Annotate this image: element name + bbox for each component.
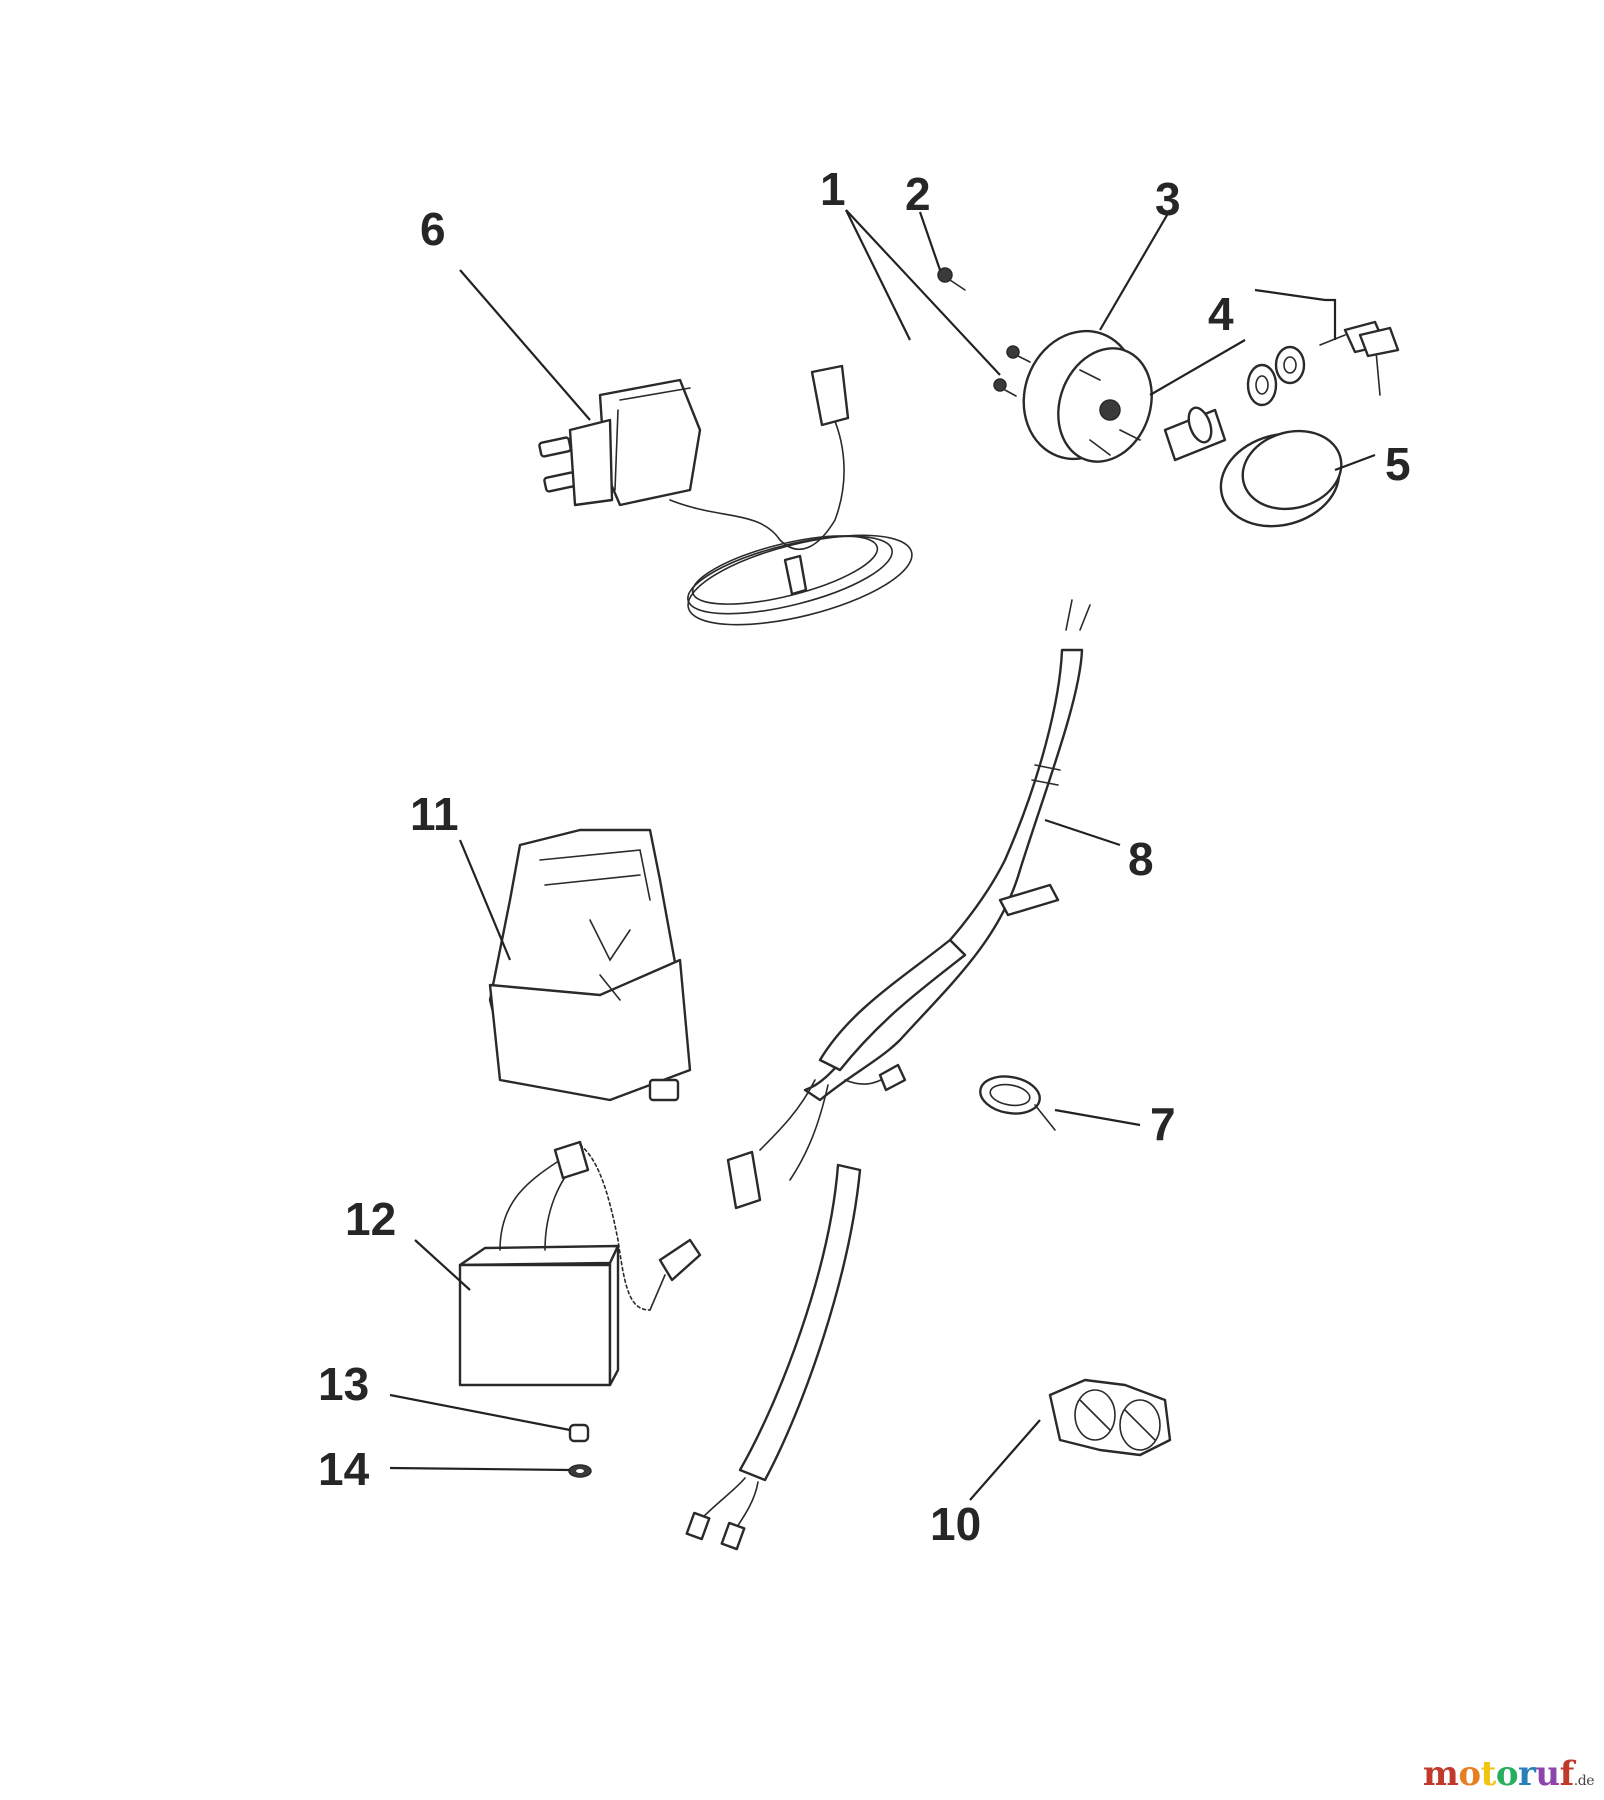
switch-housing-part: [1022, 329, 1153, 463]
callout-4: 4: [1208, 288, 1234, 340]
callout-11: 11: [410, 788, 459, 840]
callout-labels: 1 2 3 4 5 6 7 8 10 11 12 13 14: [318, 163, 1411, 1550]
callout-1: 1: [820, 163, 846, 215]
clip-part: [1048, 1378, 1172, 1457]
callout-3: 3: [1155, 173, 1181, 225]
callout-2: 2: [905, 168, 931, 220]
callout-14: 14: [318, 1443, 370, 1495]
battery-bracket-part: [488, 828, 692, 1102]
lock-set-part: [1163, 320, 1400, 462]
screw-washer-parts: [568, 1423, 592, 1478]
callout-5: 5: [1385, 438, 1411, 490]
watermark-logo: motoruf.de: [1422, 1754, 1595, 1794]
callout-7: 7: [1150, 1098, 1176, 1150]
callout-12: 12: [345, 1193, 396, 1245]
charger-part: [538, 364, 913, 626]
battery-part: [458, 1140, 702, 1387]
callout-8: 8: [1128, 833, 1154, 885]
screw-parts: [937, 267, 1031, 397]
callout-13: 13: [318, 1358, 369, 1410]
cap-part: [1219, 429, 1343, 528]
cable-tie-part: [979, 1075, 1056, 1131]
callout-6: 6: [420, 203, 446, 255]
callout-10: 10: [930, 1498, 981, 1550]
leader-lines: [389, 209, 1376, 1501]
cable-harness-part: [685, 599, 1091, 1551]
